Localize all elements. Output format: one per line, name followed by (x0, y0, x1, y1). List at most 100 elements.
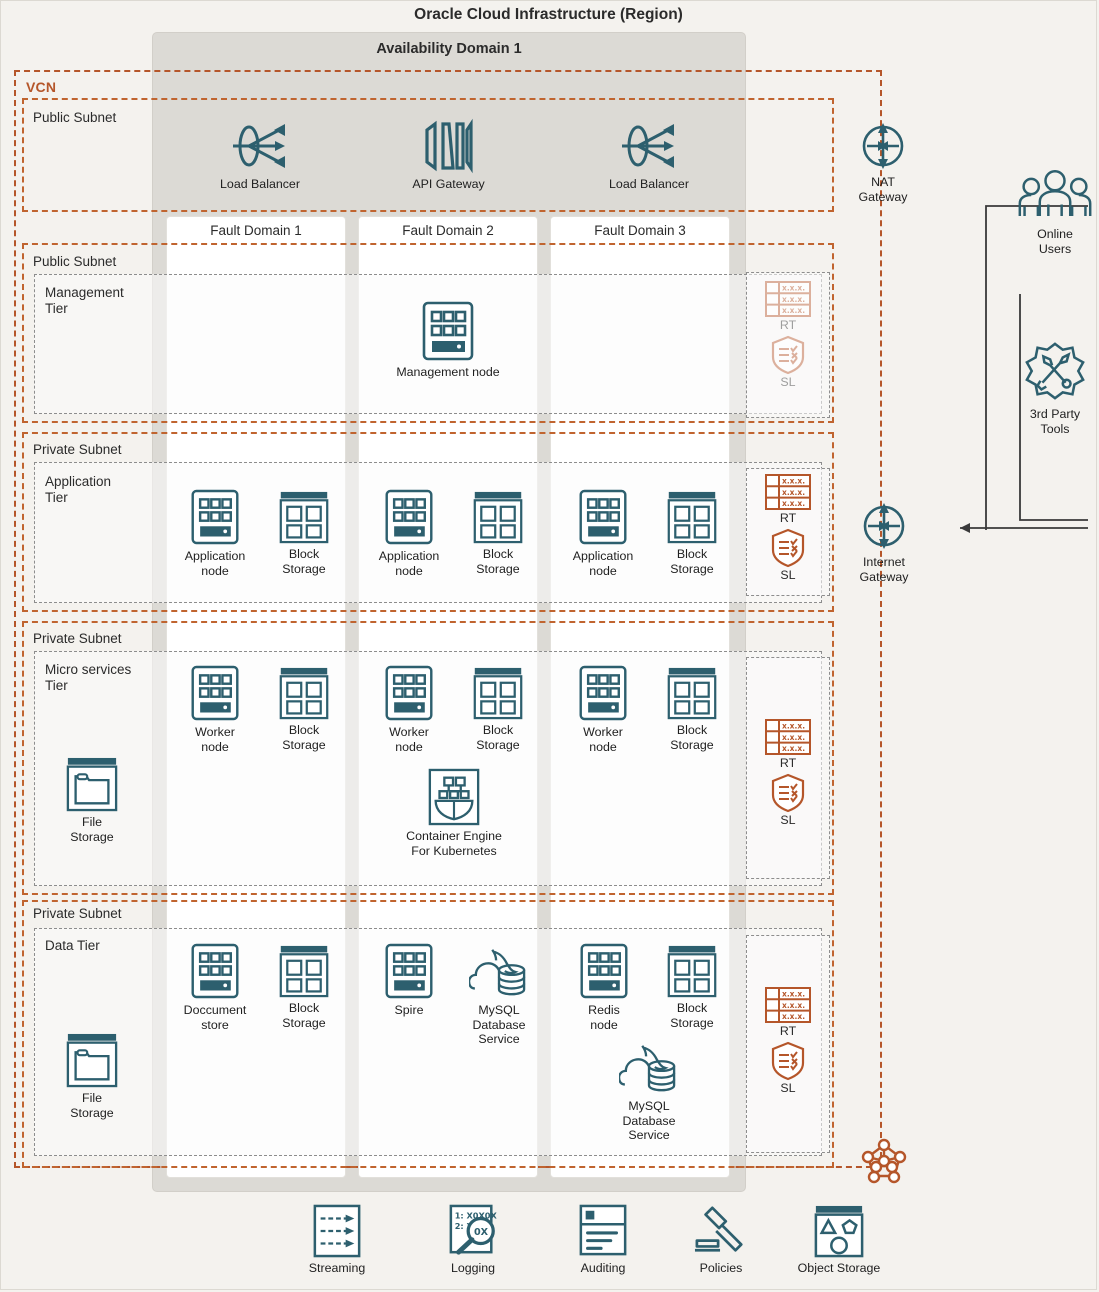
worker-node-1-label: Worker node (195, 725, 235, 754)
region-title: Oracle Cloud Infrastructure (Region) (414, 6, 683, 23)
internet-gateway[interactable]: Internet Gateway (846, 500, 922, 584)
load-balancer-2[interactable]: Load Balancer (594, 118, 704, 192)
block-storage-ms-3[interactable]: Block Storage (652, 666, 732, 752)
block-storage-icon (652, 666, 732, 720)
svg-text:1: X0X0X: 1: X0X0X (455, 1210, 498, 1220)
container-engine-label: Container Engine For Kubernetes (406, 829, 502, 858)
file-storage-microservices[interactable]: File Storage (52, 756, 132, 844)
server-node-icon (396, 300, 500, 362)
application-tier-label: Application Tier (45, 474, 112, 505)
kubernetes-icon (388, 768, 520, 826)
server-node-icon (366, 664, 452, 722)
container-engine-kubernetes[interactable]: Container Engine For Kubernetes (388, 768, 520, 858)
file-storage-data[interactable]: File Storage (52, 1032, 132, 1120)
route-table-icon: x.x.x.x.x.x.x.x.x. (752, 718, 824, 756)
worker-node-1[interactable]: Worker node (172, 664, 258, 754)
route-security-box-management (746, 272, 830, 418)
third-party-tools-label: 3rd Party Tools (1029, 407, 1081, 436)
block-storage-icon (652, 944, 732, 998)
block-storage-ms-1-label: Block Storage (282, 723, 326, 752)
management-node-label: Management node (396, 365, 500, 379)
application-node-1[interactable]: Application node (172, 488, 258, 578)
service-auditing[interactable]: Auditing (558, 1204, 648, 1276)
worker-node-2[interactable]: Worker node (366, 664, 452, 754)
document-store-node[interactable]: Doccument store (172, 942, 258, 1032)
server-node-icon (172, 488, 258, 546)
online-users-label: Online Users (1037, 227, 1073, 256)
block-storage-ms-3-label: Block Storage (670, 723, 714, 752)
external-connectors (960, 205, 1088, 533)
spire-label: Spire (394, 1003, 424, 1017)
api-gateway-icon (396, 118, 501, 174)
mysql-database-service-3[interactable]: MySQL Database Service (608, 1040, 690, 1143)
route-table-icon: x.x.x.x.x.x.x.x.x. (752, 473, 824, 511)
svg-text:x.x.x.: x.x.x. (782, 1012, 805, 1021)
subnet-public-1 (22, 98, 834, 212)
application-node-2-label: Application node (378, 549, 440, 578)
server-node-icon (560, 488, 646, 546)
block-storage-data-1-label: Block Storage (282, 1001, 326, 1030)
nat-gateway-label: NAT Gateway (858, 175, 908, 204)
users-icon (1009, 168, 1099, 224)
block-storage-app-3[interactable]: Block Storage (652, 490, 732, 576)
worker-node-2-label: Worker node (389, 725, 429, 754)
block-storage-app-3-label: Block Storage (670, 547, 714, 576)
block-storage-app-1-label: Block Storage (282, 547, 326, 576)
security-list-icon (752, 1041, 824, 1081)
fault-domain-3-label: Fault Domain 3 (594, 223, 686, 238)
mysql-database-service-2-label: MySQL Database Service (472, 1003, 526, 1046)
gavel-icon (676, 1204, 766, 1258)
mysql-database-service-2[interactable]: MySQL Database Service (458, 944, 540, 1047)
streaming-icon (292, 1204, 382, 1258)
availability-domain-title: Availability Domain 1 (376, 41, 522, 57)
subnet-public-2 (22, 243, 834, 423)
third-party-tools[interactable]: 3rd Party Tools (1009, 340, 1099, 436)
service-streaming[interactable]: Streaming (292, 1204, 382, 1276)
load-balancer-1[interactable]: Load Balancer (205, 118, 315, 192)
block-storage-app-2-label: Block Storage (476, 547, 520, 576)
block-storage-app-2[interactable]: Block Storage (458, 490, 538, 576)
spire-node[interactable]: Spire (368, 942, 450, 1018)
management-node[interactable]: Management node (396, 300, 500, 380)
internet-gateway-label: Internet Gateway (859, 555, 909, 584)
mysql-database-service-3-label: MySQL Database Service (622, 1099, 676, 1142)
block-storage-app-1[interactable]: Block Storage (264, 490, 344, 576)
api-gateway[interactable]: API Gateway (396, 118, 501, 192)
file-storage-icon (52, 756, 132, 812)
nat-gateway[interactable]: NAT Gateway (846, 120, 920, 204)
subnet-private-2-label: Private Subnet (33, 631, 122, 646)
mysql-database-icon (608, 1040, 690, 1096)
document-store-label: Doccument store (183, 1003, 247, 1032)
svg-text:x.x.x.: x.x.x. (782, 722, 805, 731)
fault-domain-2-label: Fault Domain 2 (402, 223, 494, 238)
load-balancer-1-label: Load Balancer (220, 177, 300, 191)
service-gateway-icon (858, 1136, 910, 1188)
load-balancer-icon (594, 118, 704, 174)
svg-text:x.x.x.: x.x.x. (782, 733, 805, 742)
subnet-private-3-label: Private Subnet (33, 906, 122, 921)
block-storage-icon (458, 666, 538, 720)
service-policies[interactable]: Policies (676, 1204, 766, 1276)
block-storage-icon (264, 944, 344, 998)
worker-node-3[interactable]: Worker node (560, 664, 646, 754)
auditing-icon (558, 1204, 648, 1258)
block-storage-data-3[interactable]: Block Storage (652, 944, 732, 1030)
block-storage-data-1[interactable]: Block Storage (264, 944, 344, 1030)
service-object-storage[interactable]: Object Storage (786, 1204, 892, 1276)
application-node-3[interactable]: Application node (560, 488, 646, 578)
server-node-icon (368, 942, 450, 1000)
route-security-group-microservices: x.x.x.x.x.x.x.x.x. RT SL (752, 718, 824, 827)
subnet-private-1 (22, 432, 834, 612)
svg-text:x.x.x.: x.x.x. (782, 499, 805, 508)
security-list-icon (752, 528, 824, 568)
server-node-icon (172, 942, 258, 1000)
redis-node[interactable]: Redis node (562, 942, 646, 1032)
block-storage-ms-1[interactable]: Block Storage (264, 666, 344, 752)
block-storage-ms-2[interactable]: Block Storage (458, 666, 538, 752)
block-storage-icon (652, 490, 732, 544)
application-node-2[interactable]: Application node (366, 488, 452, 578)
online-users[interactable]: Online Users (1009, 168, 1099, 256)
block-storage-ms-2-label: Block Storage (476, 723, 520, 752)
sl-label: SL (780, 812, 796, 827)
